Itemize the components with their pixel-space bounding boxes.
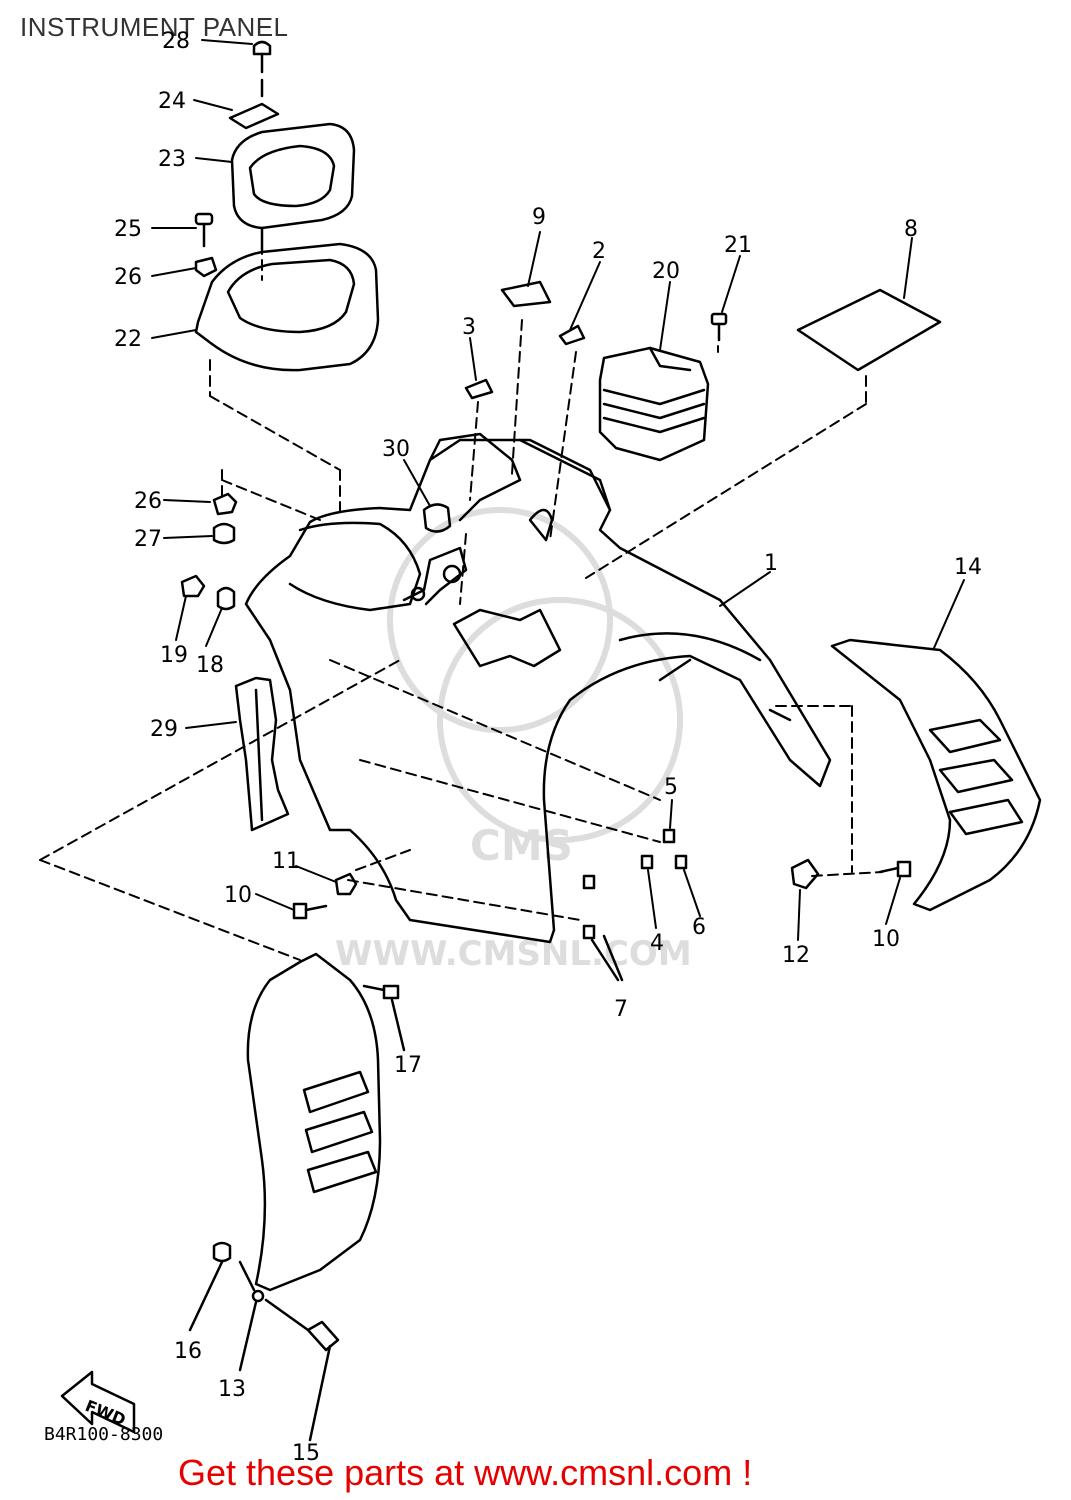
part-30-knob <box>422 503 452 533</box>
callout-10-left: 10 <box>224 883 252 908</box>
part-3-pad <box>464 378 494 400</box>
callout-17: 17 <box>394 1053 422 1078</box>
part-27-grommet <box>212 522 236 545</box>
part-28-screw <box>252 40 272 98</box>
part-6-clip <box>674 854 688 870</box>
callout-8: 8 <box>904 217 918 242</box>
part-10-bolt-left <box>292 902 328 920</box>
part-25-bolt <box>194 212 214 248</box>
callout-5: 5 <box>664 775 678 800</box>
callout-9: 9 <box>532 205 546 230</box>
part-29-bracket <box>234 676 290 832</box>
part-15-bolt <box>264 1298 340 1442</box>
callout-10-right: 10 <box>872 927 900 952</box>
callout-18: 18 <box>196 653 224 678</box>
part-26-nut-top <box>194 256 218 278</box>
part-11-nut <box>334 872 358 896</box>
callout-7: 7 <box>614 997 628 1022</box>
part-17-screw <box>362 984 406 1052</box>
part-9-pad <box>500 280 552 308</box>
part-7-clip-b <box>582 924 596 940</box>
part-18-grommet <box>216 586 236 611</box>
part-24-pad <box>228 102 280 130</box>
callout-26: 26 <box>114 265 142 290</box>
part-5-clip <box>662 828 676 844</box>
part-21-screw <box>710 312 728 342</box>
callout-14: 14 <box>954 555 982 580</box>
callout-20: 20 <box>652 259 680 284</box>
part-23-meter-cover <box>230 122 356 252</box>
part-4-clip <box>640 854 654 870</box>
cms-watermark: CMS WWW.CMSNL.COM <box>335 507 692 974</box>
part-14-right-side-cover <box>830 638 1042 912</box>
part-16-grommet <box>212 1241 232 1263</box>
callout-11: 11 <box>272 849 300 874</box>
callout-28: 28 <box>162 29 190 54</box>
guide-lines <box>39 227 883 961</box>
part-2-pad <box>558 324 586 346</box>
watermark-url: WWW.CMSNL.COM <box>335 934 692 974</box>
callout-27: 27 <box>134 527 162 552</box>
left-side-cover <box>246 952 382 1292</box>
callout-23: 23 <box>158 147 186 172</box>
part-20-box <box>598 346 710 462</box>
callout-22: 22 <box>114 327 142 352</box>
fwd-arrow-icon <box>60 1370 136 1434</box>
callout-labels: 28 24 23 25 26 22 9 2 20 21 8 3 30 26 27… <box>114 29 982 1466</box>
callout-15: 15 <box>292 1441 320 1466</box>
callout-21: 21 <box>724 233 752 258</box>
diagram-title: INSTRUMENT PANEL <box>20 12 289 42</box>
callout-12: 12 <box>782 943 810 968</box>
drawing-code: B4R100-8300 <box>44 1424 164 1445</box>
part-1-instrument-panel <box>244 432 832 944</box>
callout-26-left: 26 <box>134 489 162 514</box>
callout-25: 25 <box>114 217 142 242</box>
callout-13: 13 <box>218 1377 246 1402</box>
part-13-collar <box>251 1289 265 1303</box>
callout-2: 2 <box>592 239 606 264</box>
part-12-clip <box>790 858 820 890</box>
footer-link[interactable]: Get these parts at www.cmsnl.com ! <box>178 1452 753 1493</box>
callout-6: 6 <box>692 915 706 940</box>
callout-leaders <box>151 39 965 941</box>
part-26-nut-left <box>212 492 238 516</box>
callout-4: 4 <box>650 931 664 956</box>
part-19-nut <box>180 574 206 598</box>
part-7-clip-a <box>582 874 596 890</box>
callout-24: 24 <box>158 89 186 114</box>
watermark-letters: CMS <box>470 821 573 870</box>
part-10-bolt-right <box>878 860 912 878</box>
callout-1: 1 <box>764 551 778 576</box>
part-8-label-plate <box>796 288 942 372</box>
callout-30: 30 <box>382 437 410 462</box>
part-22-meter-case <box>194 242 380 372</box>
callout-19: 19 <box>160 643 188 668</box>
callout-29: 29 <box>150 717 178 742</box>
callout-16: 16 <box>174 1339 202 1364</box>
callout-3: 3 <box>462 315 476 340</box>
